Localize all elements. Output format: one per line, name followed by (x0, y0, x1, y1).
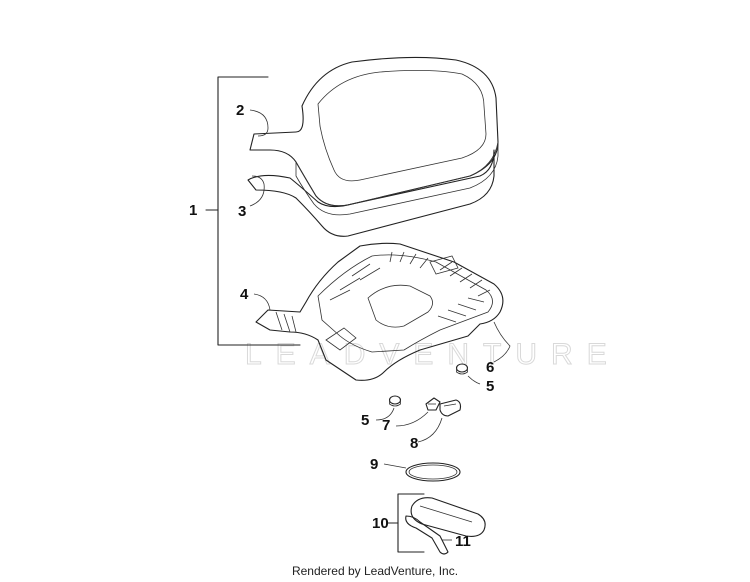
assembly-bracket-1 (205, 76, 301, 346)
latch-bolt-8 (439, 399, 462, 417)
seat-base-pan (255, 242, 504, 381)
callout-11: 11 (455, 533, 471, 550)
callout-8: 8 (410, 435, 418, 452)
latch-hook-7 (425, 397, 441, 411)
nut-5-right (455, 363, 469, 375)
leader-lines (249, 109, 511, 541)
footer-credit: Rendered by LeadVenture, Inc. (291, 564, 459, 578)
watermark-text: LEADVENTURE (245, 338, 621, 371)
callout-1: 1 (189, 202, 197, 219)
callout-6: 6 (486, 359, 494, 376)
storage-case-10 (410, 497, 486, 537)
callout-4: 4 (240, 286, 249, 303)
assembly-bracket-10 (387, 493, 425, 553)
callout-2: 2 (236, 102, 244, 119)
callout-3: 3 (238, 203, 246, 220)
nut-5-left (388, 395, 402, 407)
seat-cover (249, 56, 499, 216)
tool-wrench-11 (405, 515, 449, 555)
o-ring-9 (405, 462, 461, 482)
callout-7: 7 (382, 417, 390, 434)
callout-5-left: 5 (361, 412, 369, 429)
callout-5-right: 5 (486, 378, 494, 395)
callout-9: 9 (370, 456, 378, 473)
callout-10: 10 (372, 515, 389, 532)
seat-foam-pad (247, 149, 495, 237)
